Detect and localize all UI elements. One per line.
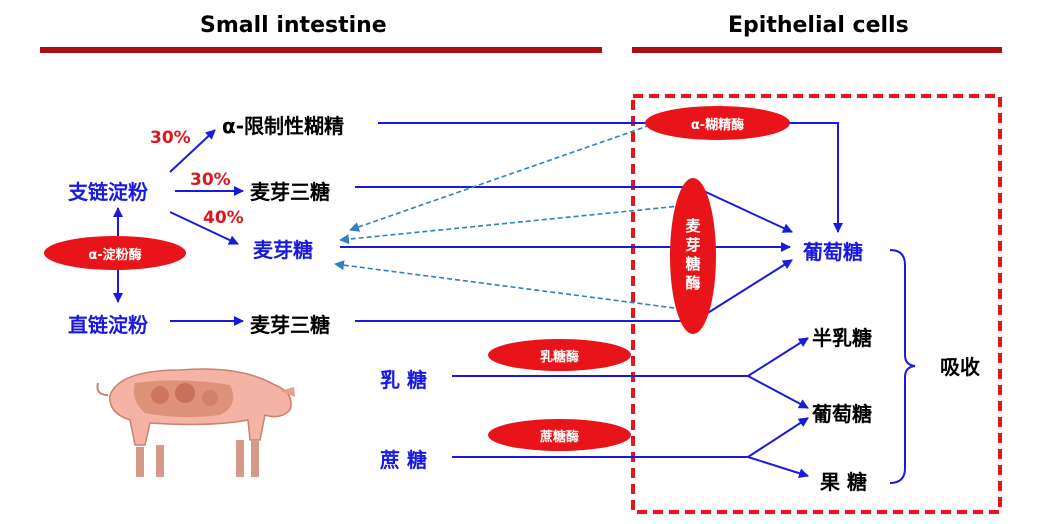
epithelial-cell-boundary bbox=[631, 94, 1002, 514]
arrow-maltotriose2-to-glucose bbox=[355, 259, 793, 322]
label-galactose: 半乳糖 bbox=[812, 326, 872, 350]
label-glucose-2: 葡萄糖 bbox=[812, 402, 872, 426]
enzyme-dextrinase: α-糊精酶 bbox=[645, 106, 790, 140]
header-small-intestine: Small intestine bbox=[200, 13, 387, 38]
pig-anatomy-icon bbox=[96, 368, 295, 477]
label-maltotriose-2: 麦芽三糖 bbox=[250, 313, 330, 337]
arrow-dextrin-to-glucose bbox=[378, 122, 843, 233]
enzyme-maltase: 麦芽糖酶 bbox=[670, 178, 716, 334]
absorption-bracket bbox=[889, 249, 916, 484]
dashed-arrow-maltase-to-maltose bbox=[339, 204, 691, 245]
label-glucose-1: 葡萄糖 bbox=[803, 240, 863, 264]
label-maltotriose-1: 麦芽三糖 bbox=[250, 180, 330, 204]
arrow-amylopectin-to-dextrin bbox=[169, 129, 216, 173]
arrow-amylopectin-to-maltose bbox=[169, 211, 239, 245]
enzyme-amylase: α-淀粉酶 bbox=[44, 236, 186, 270]
pct-to-maltotriose: 30% bbox=[190, 170, 231, 190]
header-bar-right bbox=[632, 47, 1002, 53]
label-amylopectin: 支链淀粉 bbox=[68, 180, 148, 204]
arrow-maltotriose1-to-glucose bbox=[355, 186, 793, 233]
enzyme-lactase: 乳糖酶 bbox=[488, 339, 631, 371]
enzyme-sucrase: 蔗糖酶 bbox=[488, 419, 631, 451]
label-amylose: 直链淀粉 bbox=[68, 313, 148, 337]
label-absorption: 吸收 bbox=[940, 355, 980, 379]
header-epithelial-cells: Epithelial cells bbox=[728, 13, 909, 38]
pct-to-dextrin: 30% bbox=[150, 128, 191, 148]
arrow-sucrose-to-fructose bbox=[747, 456, 809, 479]
label-limit-dextrin: α-限制性糊精 bbox=[222, 114, 345, 138]
label-fructose: 果 糖 bbox=[820, 470, 867, 494]
label-lactose: 乳 糖 bbox=[380, 368, 427, 392]
dashed-arrow-dextrinase-to-maltose bbox=[349, 119, 666, 232]
header-bar-left bbox=[40, 47, 602, 53]
dashed-arrow-maltotriose-to-maltose bbox=[334, 260, 691, 311]
label-maltose: 麦芽糖 bbox=[253, 238, 313, 262]
arrow-lactose-to-glucose bbox=[747, 375, 809, 409]
label-sucrose: 蔗 糖 bbox=[380, 448, 427, 472]
pct-to-maltose: 40% bbox=[203, 208, 244, 228]
